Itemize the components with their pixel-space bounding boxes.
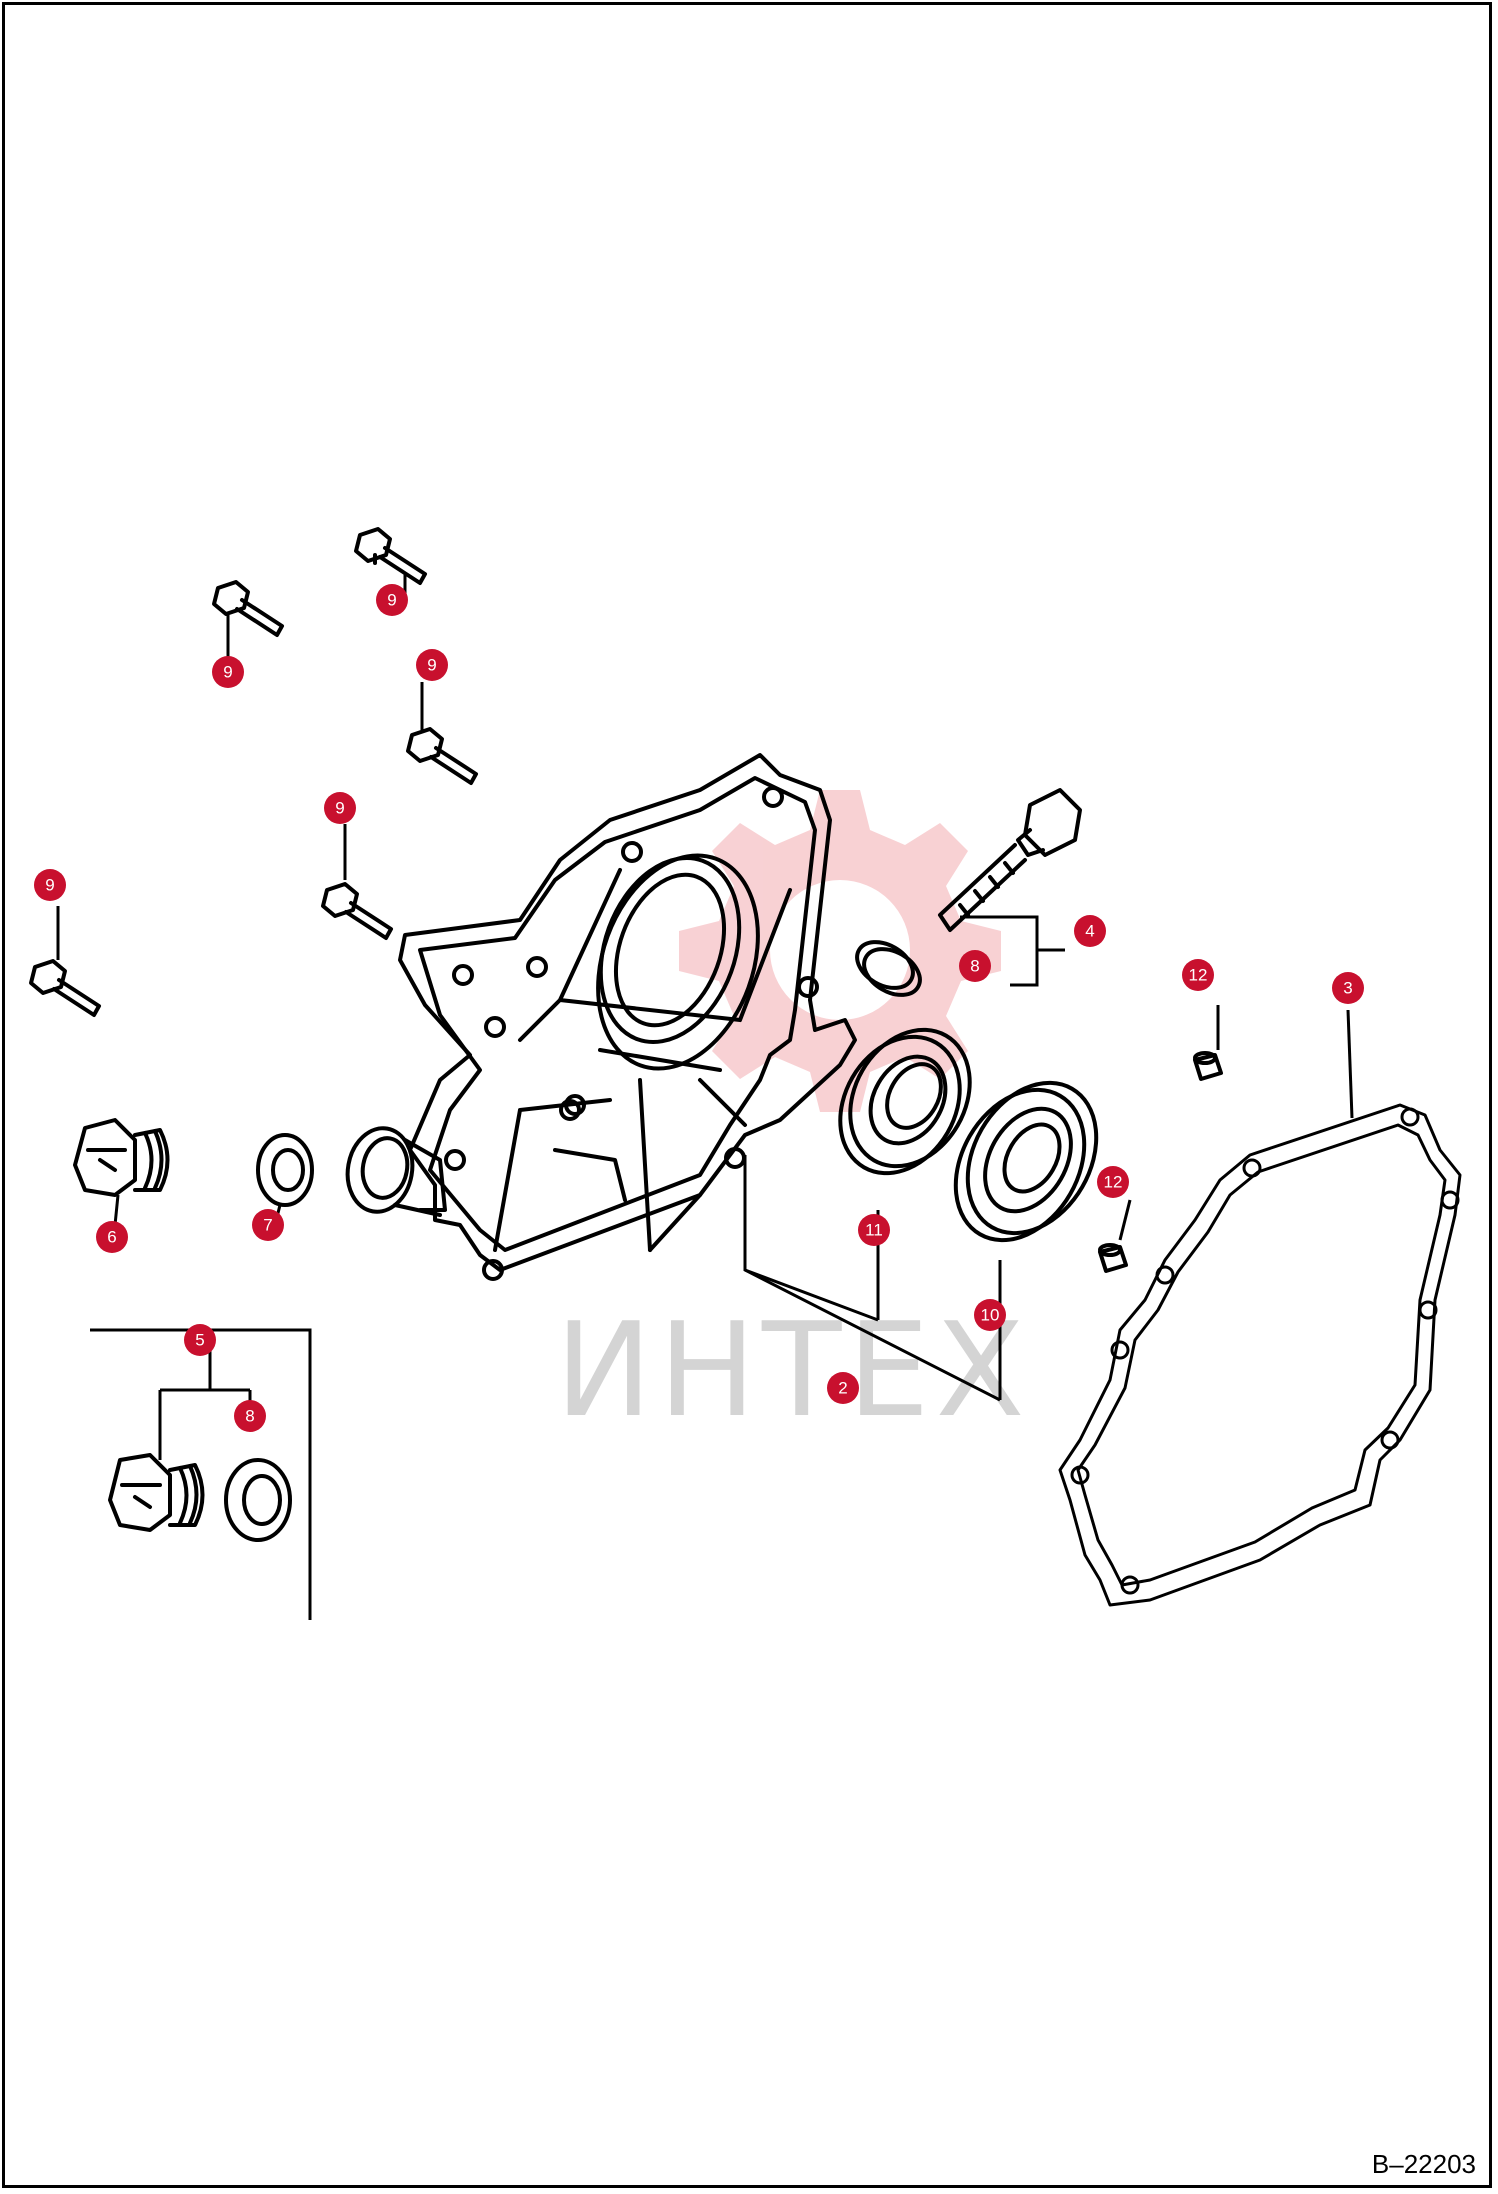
- dowel-pin-12-b: [1098, 1243, 1128, 1273]
- callout-6: 6: [96, 1221, 128, 1253]
- bolt-9-d: [321, 882, 393, 940]
- svg-text:7: 7: [263, 1216, 272, 1235]
- washer-8-lower: [224, 1458, 292, 1542]
- plug-5: [108, 1453, 205, 1532]
- sheet-number: B–22203: [1371, 2149, 1476, 2179]
- bolt-9-b: [212, 580, 284, 637]
- svg-text:11: 11: [865, 1221, 883, 1240]
- callout-9-a: 9: [212, 656, 244, 688]
- o-ring-8-upper: [855, 940, 922, 997]
- ball-bearing-10: [953, 1080, 1099, 1243]
- svg-text:9: 9: [223, 663, 232, 682]
- bolt-9-a: [354, 527, 427, 585]
- callout-12-a: 12: [1182, 959, 1214, 991]
- watermark-text: ИНТЕХ: [555, 1294, 1031, 1446]
- svg-text:12: 12: [1104, 1173, 1123, 1192]
- svg-text:5: 5: [195, 1331, 204, 1350]
- callout-11: 11: [858, 1214, 890, 1246]
- callout-8-upper: 8: [959, 950, 991, 982]
- callout-2: 2: [827, 1372, 859, 1404]
- filler-neck: [345, 1126, 447, 1217]
- svg-text:8: 8: [245, 1407, 254, 1426]
- svg-text:3: 3: [1343, 979, 1352, 998]
- svg-text:4: 4: [1085, 922, 1094, 941]
- svg-text:8: 8: [970, 957, 979, 976]
- callout-5: 5: [184, 1324, 216, 1356]
- svg-text:2: 2: [838, 1379, 847, 1398]
- callout-7: 7: [252, 1209, 284, 1241]
- svg-text:9: 9: [387, 591, 396, 610]
- callout-4: 4: [1074, 915, 1106, 947]
- callout-10: 10: [974, 1299, 1006, 1331]
- oil-seal-11: [838, 1027, 972, 1176]
- callout-9-b: 9: [376, 584, 408, 616]
- svg-text:9: 9: [427, 656, 436, 675]
- drain-plug-6: [73, 1118, 170, 1197]
- svg-text:10: 10: [981, 1306, 1000, 1325]
- callout-9-e: 9: [34, 869, 66, 901]
- bolt-9-c: [406, 727, 478, 785]
- dowel-pin-12-a: [1193, 1051, 1223, 1081]
- svg-text:12: 12: [1189, 966, 1208, 985]
- gasket-3: [1058, 1103, 1462, 1607]
- svg-text:6: 6: [107, 1228, 116, 1247]
- callout-3: 3: [1332, 972, 1364, 1004]
- bolt-9-e: [29, 959, 101, 1017]
- callout-8-lower: 8: [234, 1400, 266, 1432]
- svg-text:9: 9: [45, 876, 54, 895]
- callout-9-c: 9: [416, 649, 448, 681]
- callout-12-b: 12: [1097, 1166, 1129, 1198]
- washer-7: [256, 1133, 314, 1207]
- crankcase-cover: [398, 753, 857, 1281]
- dipstick-4: [938, 788, 1082, 932]
- svg-text:9: 9: [335, 799, 344, 818]
- callout-9-d: 9: [324, 792, 356, 824]
